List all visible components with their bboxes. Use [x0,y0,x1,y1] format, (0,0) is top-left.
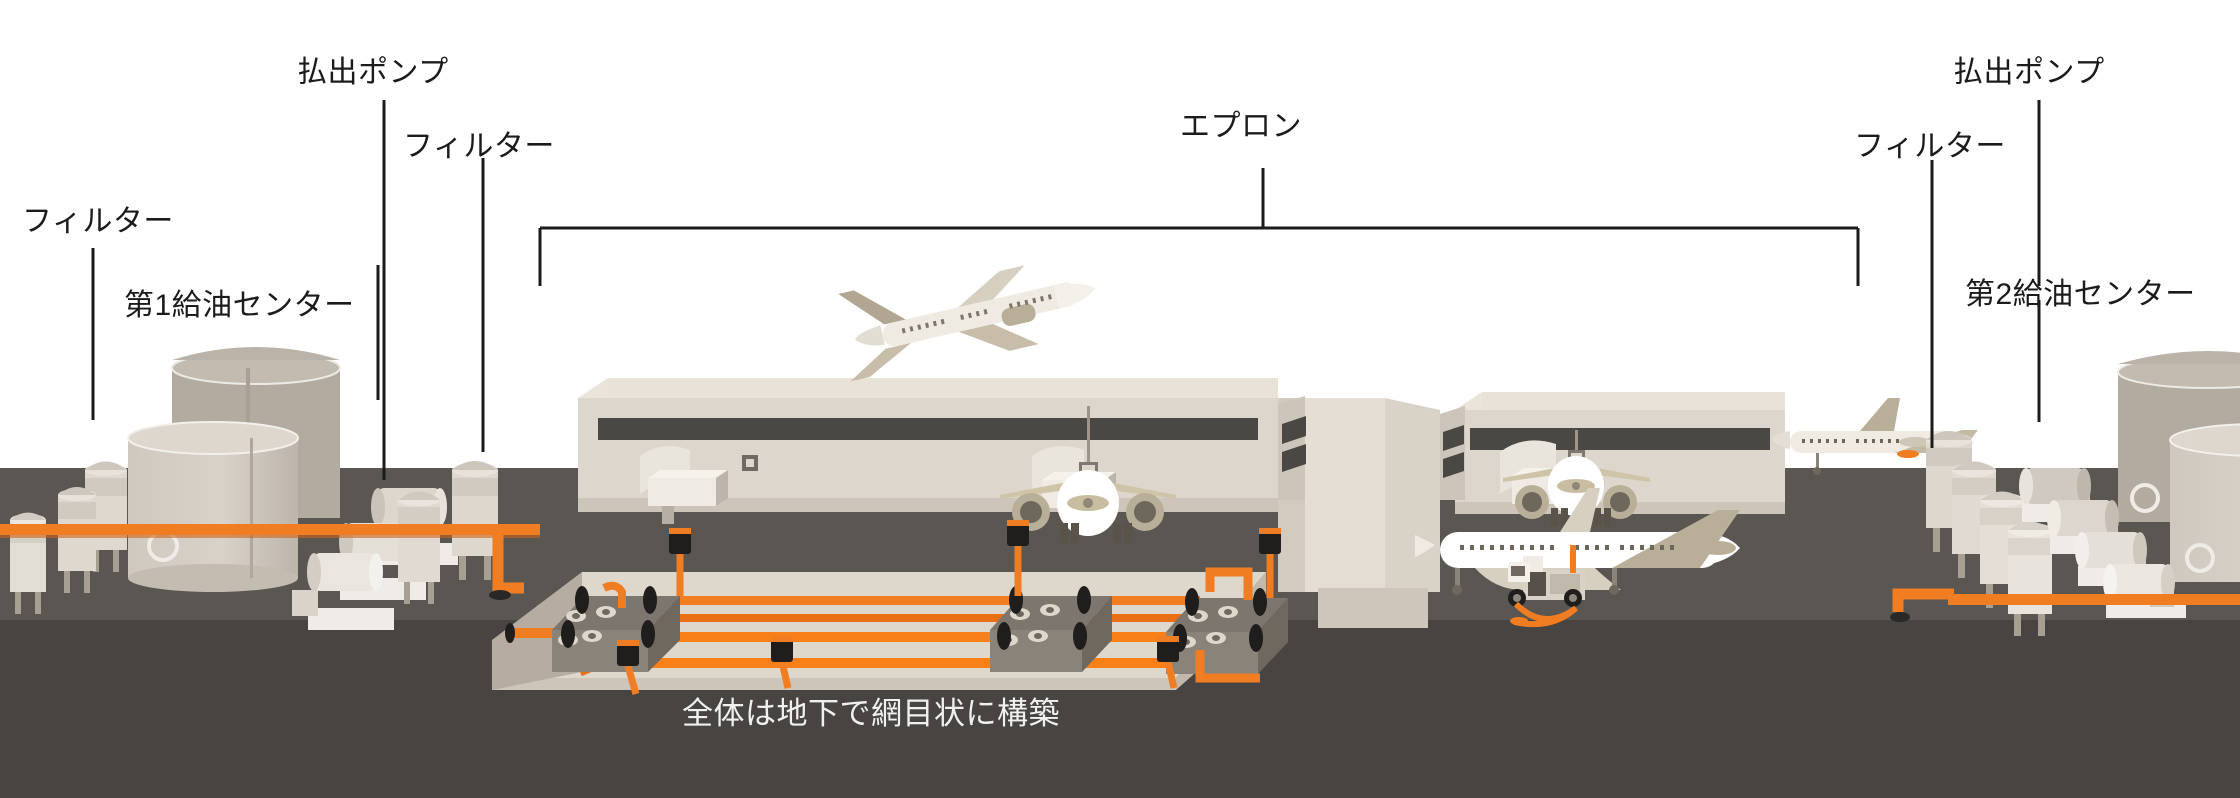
storage-tank-large-front [127,421,299,592]
fuel-hydrant-truck [1508,545,1585,628]
aircraft-departing [838,265,1096,382]
valve-vault-right [1166,567,1288,683]
hydrant-pit [617,640,640,695]
hydrant-pit [1259,528,1281,598]
label-filter-left-outer: フィルター [22,205,174,238]
hydrant-pit [669,528,691,596]
label-fuel-center-2: 第2給油センター [1965,278,2196,311]
hydrant-pit [1007,520,1029,596]
jet-bridge [640,446,728,524]
hydrant-pit [771,636,793,689]
left-fuel-center [0,347,540,630]
right-fuel-center [1890,351,2240,636]
label-filter-left-inner: フィルター [403,130,555,163]
filter-vessel [398,491,440,604]
discharge-pump [292,553,394,630]
caption-underground-network: 全体は地下で網目状に構築 [682,696,1060,731]
label-filter-right: フィルター [1854,130,2006,163]
label-discharge-pump-right: 払出ポンプ [1953,56,2105,89]
hydrant-pit [1157,636,1179,689]
hydrant-pit-group [617,520,1281,695]
discharge-pump-group-right [2019,468,2186,618]
surface-pipe-left [0,524,540,600]
label-apron: エプロン [1180,110,1302,143]
label-fuel-center-1: 第1給油センター [124,289,355,322]
surface-pipe-right [1890,588,2240,622]
label-discharge-pump-left: 払出ポンプ [297,56,449,89]
aircraft-nose-on-left [1000,406,1176,543]
underground-hydrant-network [492,520,1288,695]
filter-vessel-group-left2 [398,461,498,604]
filter-vessel [452,461,498,580]
storage-tank-large-front-right [2169,423,2240,582]
